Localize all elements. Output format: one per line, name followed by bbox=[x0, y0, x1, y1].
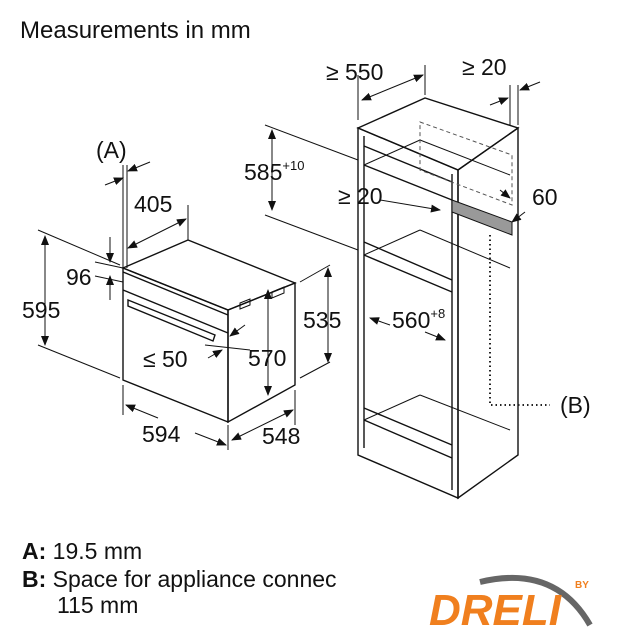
note-b-value: Space for appliance connec bbox=[52, 566, 337, 592]
dim-560: 560+8 bbox=[392, 306, 445, 333]
dim-60: 60 bbox=[532, 184, 558, 210]
cabinet-drawing bbox=[356, 97, 550, 500]
svg-text:DRELI: DRELI bbox=[429, 586, 562, 632]
page-title: Measurements in mm bbox=[20, 17, 251, 44]
dim-ge-20-mid: ≥ 20 bbox=[338, 183, 383, 209]
label-a: (A) bbox=[96, 137, 127, 163]
dim-96: 96 bbox=[66, 264, 92, 290]
dim-le-50: ≤ 50 bbox=[143, 346, 188, 372]
oven-dimensions bbox=[37, 161, 332, 450]
dim-594: 594 bbox=[142, 421, 181, 447]
oven-drawing bbox=[121, 239, 297, 424]
dim-ge-550: ≥ 550 bbox=[326, 59, 383, 85]
note-b-value-2: 115 mm bbox=[57, 592, 139, 618]
note-a-key: A: bbox=[22, 538, 47, 564]
note-a-value: 19.5 mm bbox=[52, 538, 143, 564]
dim-ge-20-top: ≥ 20 bbox=[462, 54, 507, 80]
dim-405: 405 bbox=[134, 191, 172, 217]
label-b: (B) bbox=[560, 392, 591, 418]
cabinet-dimensions bbox=[264, 65, 541, 341]
dim-585: 585+10 bbox=[244, 158, 304, 185]
dimension-labels: (A) 405 96 595 ≤ 50 570 535 594 548 ≥ 55… bbox=[22, 54, 591, 449]
note-b-key: B: bbox=[22, 566, 47, 592]
dim-548: 548 bbox=[262, 423, 300, 449]
note-b: B: Space for appliance connec bbox=[22, 566, 337, 592]
dreli-logo-graphic: DRELI BY bbox=[429, 574, 593, 632]
dim-535: 535 bbox=[303, 307, 341, 333]
dreli-logo: DRELI BY bbox=[425, 570, 605, 632]
dim-595: 595 bbox=[22, 297, 60, 323]
svg-text:BY: BY bbox=[575, 580, 589, 591]
note-a: A: 19.5 mm bbox=[22, 538, 142, 564]
dim-570: 570 bbox=[248, 345, 286, 371]
